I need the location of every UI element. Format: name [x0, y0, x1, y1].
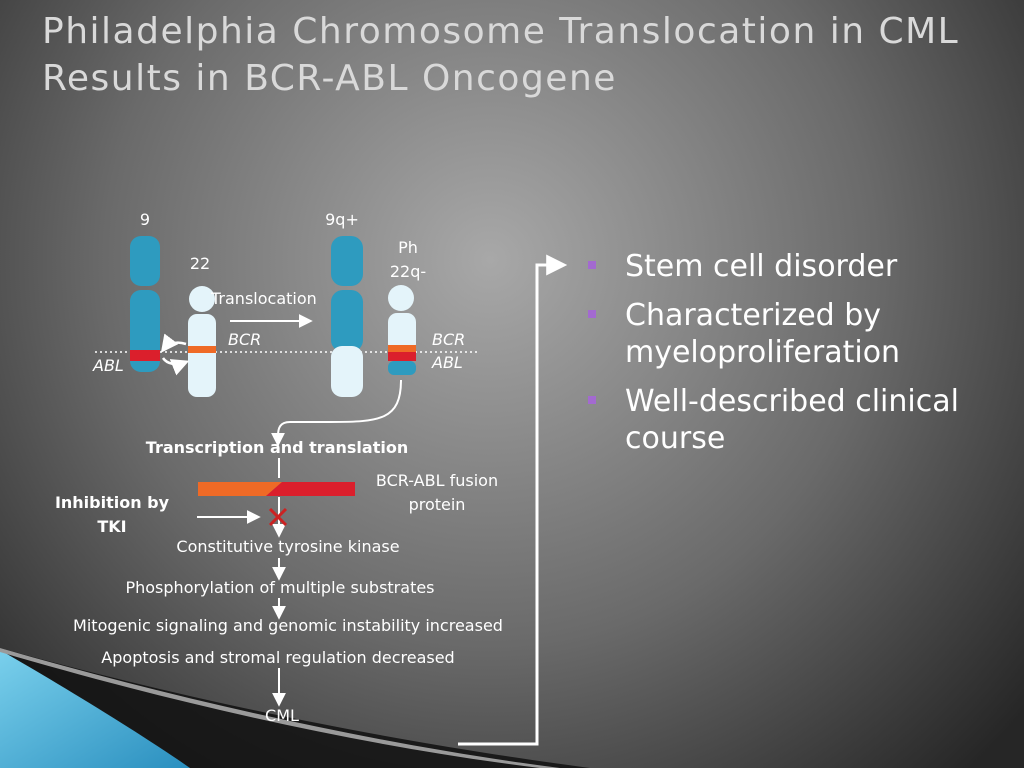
bullet-text: Stem cell disorder: [625, 249, 898, 284]
label-constitutive-kinase: Constitutive tyrosine kinase: [176, 537, 400, 556]
abl-band: [130, 350, 160, 361]
chromosome-22: [188, 286, 216, 397]
label-transcription-translation: Transcription and translation: [145, 438, 409, 457]
cml-to-bullets-connector: [458, 254, 568, 746]
slide-title: Philadelphia Chromosome Translocation in…: [42, 8, 1002, 102]
decorative-swoosh-shadow: [0, 648, 590, 768]
label-translocation: Translocation: [211, 289, 317, 308]
bullet-item: Stem cell disorder: [585, 248, 1005, 285]
label-apoptosis: Apoptosis and stromal regulation decreas…: [101, 648, 455, 667]
label-chromosome-9: 9: [139, 210, 151, 229]
exchange-arrow-up: [160, 333, 187, 353]
bullet-list: Stem cell disorder Characterized by myel…: [585, 248, 1005, 469]
title-line-2: Results in BCR-ABL Oncogene: [42, 58, 617, 99]
decorative-swoosh: [0, 650, 190, 768]
bcr-band: [188, 346, 216, 353]
label-22q-minus: 22q-: [389, 262, 427, 281]
bullet-square-icon: [588, 310, 596, 318]
label-ph: Ph: [398, 238, 418, 257]
inhibition-x-icon: [268, 507, 288, 527]
ph-to-transcription-arrow: [271, 379, 402, 447]
title-line-1: Philadelphia Chromosome Translocation in…: [42, 11, 960, 52]
label-chromosome-22: 22: [189, 254, 211, 273]
label-fusion-line-2: protein: [408, 495, 466, 514]
label-inhibition-line-2: TKI: [97, 517, 127, 536]
label-abl-left: ABL: [93, 356, 124, 375]
label-abl-right: ABL: [432, 353, 463, 372]
chromosome-9: [130, 236, 160, 372]
label-phosphorylation: Phosphorylation of multiple substrates: [125, 578, 435, 597]
label-bcr-left: BCR: [228, 330, 262, 349]
bullet-text: Well-described clinical course: [625, 384, 959, 456]
label-mitogenic: Mitogenic signaling and genomic instabil…: [73, 616, 503, 635]
bullet-text: Characterized by myeloproliferation: [625, 298, 901, 370]
label-chromosome-9q-plus: 9q+: [325, 210, 359, 229]
bullet-item: Well-described clinical course: [585, 383, 1005, 457]
philadelphia-chromosome: [388, 285, 416, 375]
abl-band-ph: [388, 352, 416, 361]
bcr-band-ph: [388, 345, 416, 352]
bullet-item: Characterized by myeloproliferation: [585, 297, 1005, 371]
label-fusion-line-1: BCR-ABL fusion: [375, 471, 499, 490]
chromosome-9q-plus: [331, 236, 363, 397]
bcr-abl-fusion-protein-bar: [198, 482, 355, 496]
bullet-square-icon: [588, 396, 596, 404]
label-bcr-right: BCR: [432, 330, 466, 349]
label-inhibition-line-1: Inhibition by: [54, 493, 170, 512]
label-cml: CML: [265, 706, 299, 725]
exchange-arrow-down: [161, 357, 190, 376]
bullet-square-icon: [588, 261, 596, 269]
